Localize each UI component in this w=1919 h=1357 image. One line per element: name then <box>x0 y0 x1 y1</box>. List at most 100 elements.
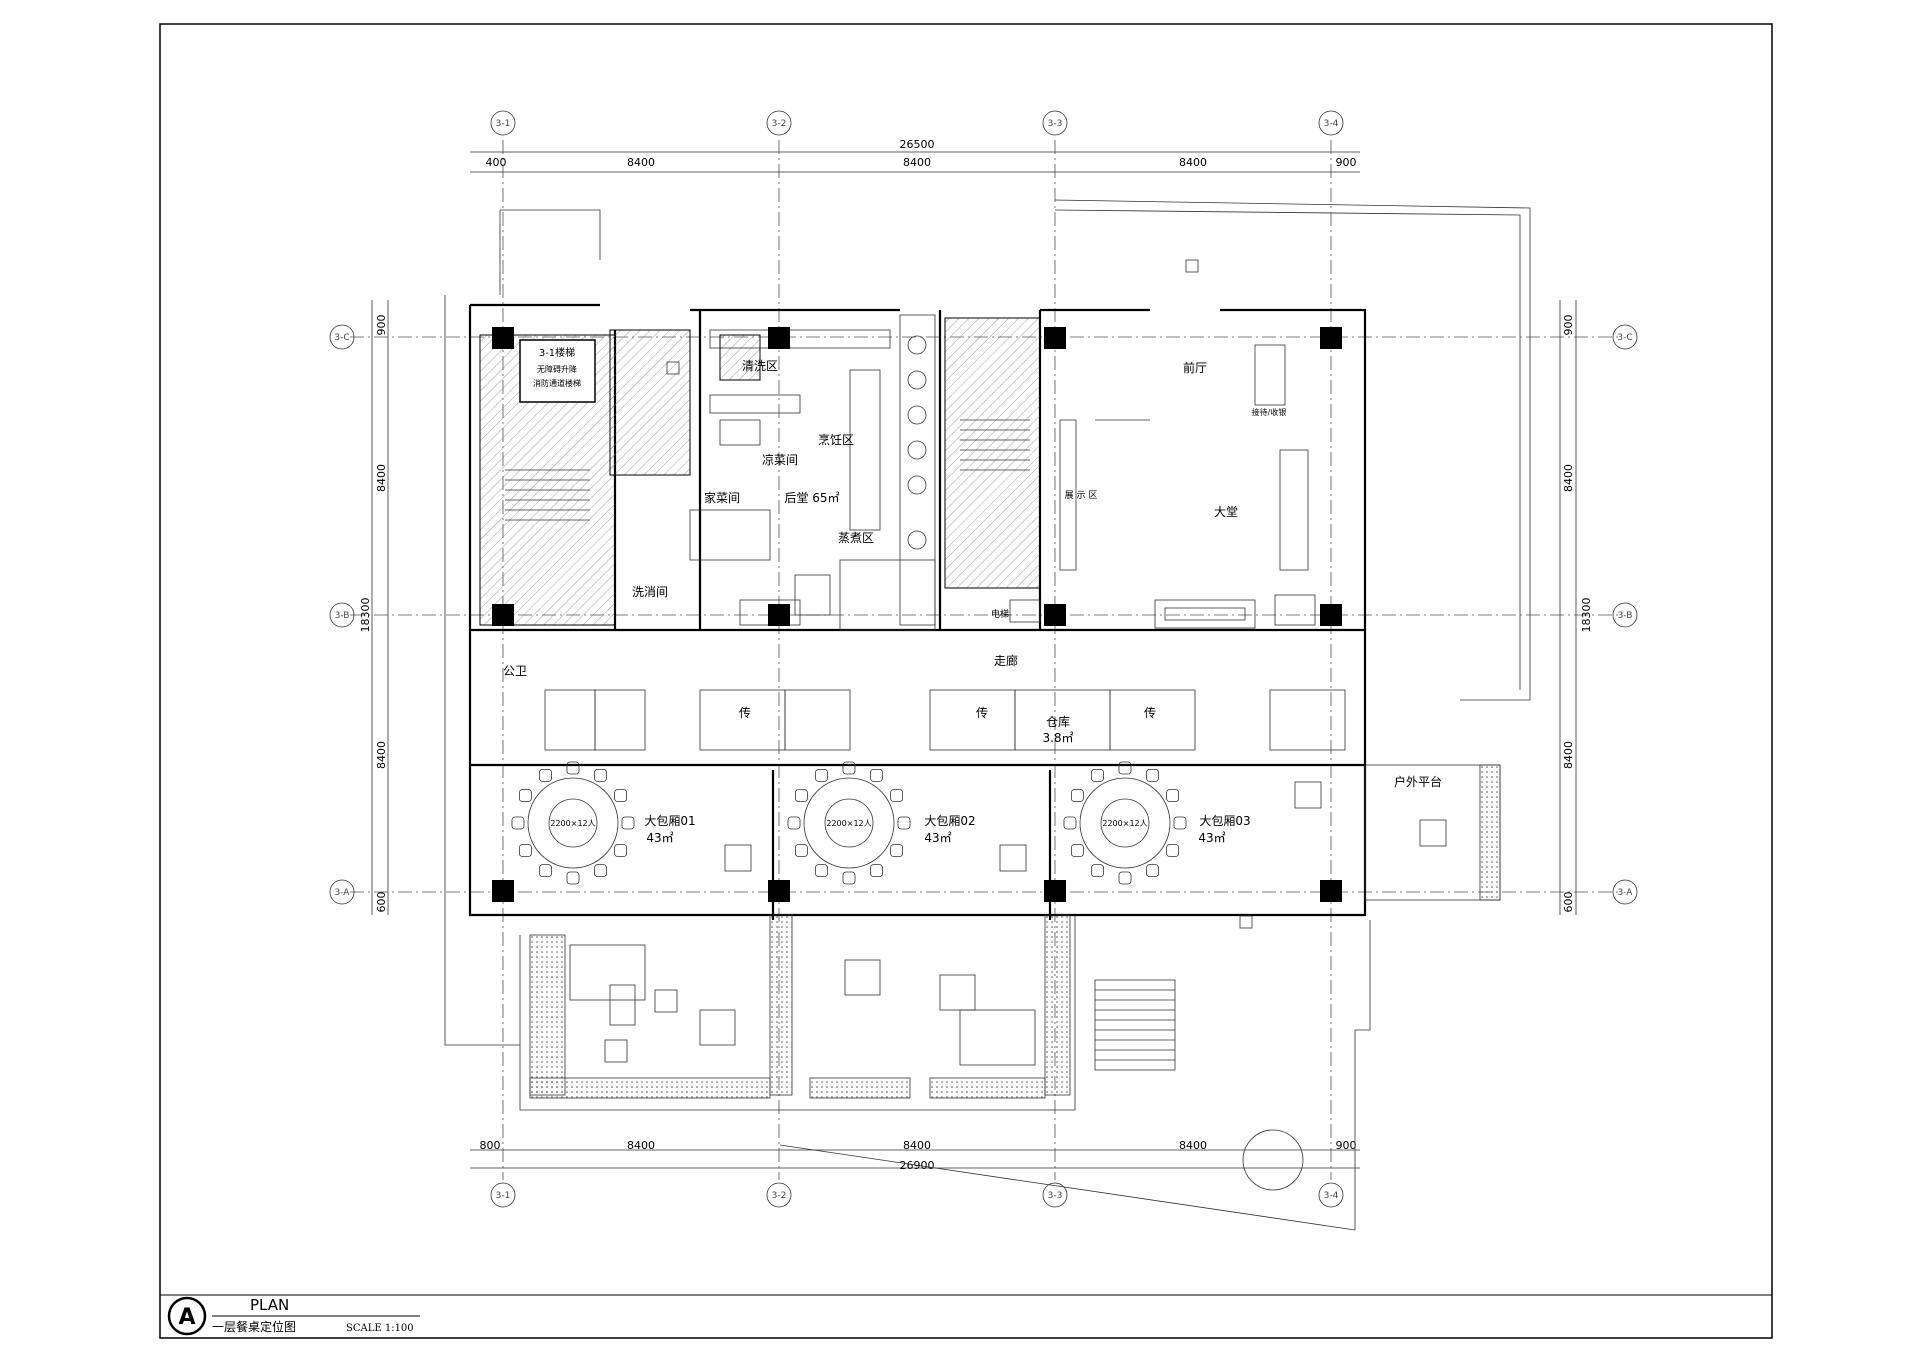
entrance-markers <box>666 259 1253 929</box>
chair <box>519 789 532 802</box>
room-label: 前厅 <box>1183 360 1207 375</box>
chair <box>511 816 525 830</box>
room-label: 走廊 <box>994 653 1018 668</box>
banquet-table-01 <box>527 777 619 869</box>
room-label: 公卫 <box>503 664 527 678</box>
garden-round-feature <box>1242 1129 1304 1191</box>
svg-text:8400: 8400 <box>375 464 388 492</box>
svg-text:600: 600 <box>1562 892 1575 913</box>
svg-text:900: 900 <box>1562 315 1575 336</box>
grid-label: 3-B <box>1618 611 1633 621</box>
banquet-table-02 <box>803 777 895 869</box>
grid-bubbles <box>329 110 1638 1208</box>
svg-text:900: 900 <box>375 315 388 336</box>
chair <box>1166 844 1179 857</box>
stair-treads <box>505 419 1030 521</box>
grid-label: 3-1 <box>496 119 511 129</box>
chair <box>870 864 883 877</box>
stair-sign-text: 消防通道楼梯 <box>533 378 581 388</box>
chair <box>815 864 828 877</box>
terrace <box>1364 764 1501 901</box>
room-label: 后堂 65㎡ <box>784 491 839 505</box>
room-label: 洗消间 <box>632 585 668 599</box>
chair <box>842 871 856 885</box>
side-tables <box>724 781 1447 872</box>
room-label: 传 <box>1144 705 1156 720</box>
grid-label: 3-A <box>335 888 351 898</box>
service-rooms <box>544 689 1346 751</box>
grid-label: 3-3 <box>1048 1191 1063 1201</box>
svg-text:18300: 18300 <box>1580 598 1593 633</box>
dimension-lines <box>371 151 1577 1169</box>
room-label: 接待/收银 <box>1252 407 1287 417</box>
svg-text:8400: 8400 <box>375 741 388 769</box>
room-label: 43㎡ <box>1198 831 1225 845</box>
chair <box>815 769 828 782</box>
grid-label: 3-C <box>334 333 349 343</box>
chair <box>594 864 607 877</box>
chair <box>1091 769 1104 782</box>
room-label: 传 <box>976 705 988 720</box>
grid-label: 3-C <box>1617 333 1632 343</box>
room-label: 展 示 区 <box>1065 490 1098 501</box>
chair <box>1118 871 1132 885</box>
chair <box>795 844 808 857</box>
chair <box>566 761 580 775</box>
table-chairs <box>511 761 1187 885</box>
banquet-table-03 <box>1079 777 1171 869</box>
grid-label: 3-3 <box>1048 119 1063 129</box>
chair <box>1146 864 1159 877</box>
dimension-segment: 400 <box>486 156 507 169</box>
chair <box>614 789 627 802</box>
table-label: 2200×12人 <box>550 819 595 828</box>
grid-label: 3-4 <box>1324 1191 1339 1201</box>
grid-label: 3-1 <box>496 1191 511 1201</box>
svg-text:8400: 8400 <box>1562 741 1575 769</box>
chair <box>1118 761 1132 775</box>
chair <box>1063 816 1077 830</box>
room-label: 电梯 <box>991 608 1009 620</box>
chair <box>621 816 635 830</box>
chair <box>787 816 801 830</box>
dimension-total: 26500 <box>900 138 935 151</box>
chair <box>539 769 552 782</box>
stair-sign-box <box>519 339 596 403</box>
grid-label: 3-2 <box>772 1191 787 1201</box>
stair-sign-text: 无障碍升降 <box>537 364 577 374</box>
chair <box>795 789 808 802</box>
table-label: 2200×12人 <box>1102 819 1147 828</box>
dimension-segment: 8400 <box>627 1139 655 1152</box>
room-label: 大堂 <box>1214 505 1238 519</box>
room-label: 大包厢01 <box>644 814 695 828</box>
chair <box>1166 789 1179 802</box>
room-label: 大包厢02 <box>924 814 975 828</box>
chair <box>842 761 856 775</box>
chair <box>890 844 903 857</box>
room-label: 凉菜间 <box>762 452 798 467</box>
dimension-segment: 8400 <box>1179 156 1207 169</box>
chair <box>539 864 552 877</box>
room-label: 43㎡ <box>646 831 673 845</box>
site-outline <box>444 199 1531 1231</box>
table-label: 2200×12人 <box>826 819 871 828</box>
dimension-segment: 8400 <box>627 156 655 169</box>
chair <box>594 769 607 782</box>
dimension-segment: 8400 <box>903 1139 931 1152</box>
chair <box>519 844 532 857</box>
title-badge-circle <box>167 1296 207 1336</box>
drawing-frame <box>159 23 1773 1339</box>
chair <box>890 789 903 802</box>
chair <box>566 871 580 885</box>
dimension-segment: 900 <box>1336 1139 1357 1152</box>
grid-label: 3-B <box>335 611 350 621</box>
svg-text:600: 600 <box>375 892 388 913</box>
chair <box>1071 844 1084 857</box>
chair <box>1146 769 1159 782</box>
drawing-subtitle: 一层餐桌定位图 <box>212 1319 296 1334</box>
title-badge: A <box>178 1305 195 1330</box>
room-label: 蒸煮区 <box>838 531 874 545</box>
grid-label: 3-2 <box>772 119 787 129</box>
room-label: 3.8㎡ <box>1042 731 1073 745</box>
svg-text:8400: 8400 <box>1562 464 1575 492</box>
